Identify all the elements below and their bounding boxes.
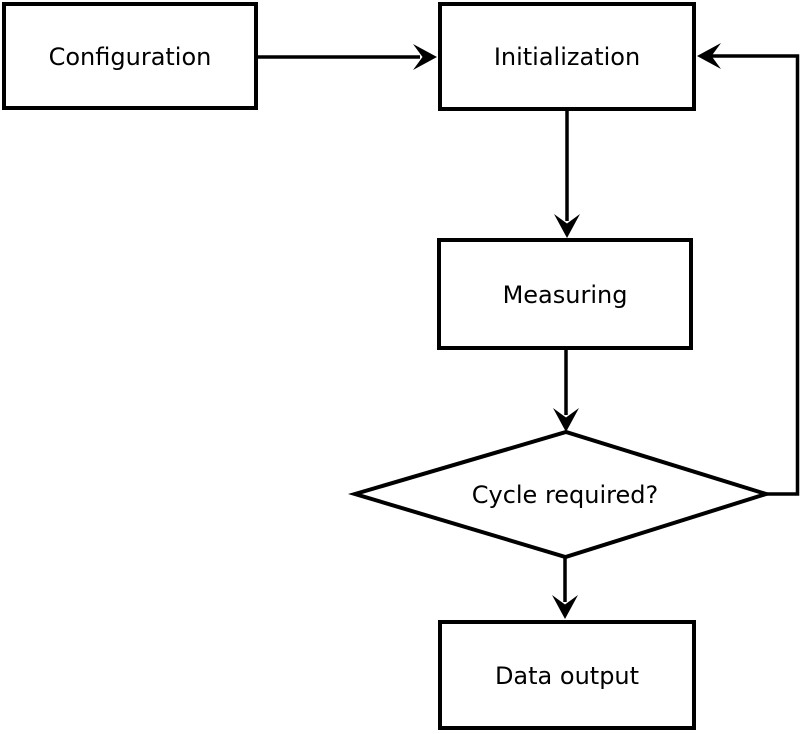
arrowhead-right-icon — [413, 44, 437, 70]
data-output-box — [438, 620, 696, 730]
initialization-box — [438, 2, 696, 111]
node-data-output: Data output — [438, 620, 696, 730]
arrowhead-left-icon — [697, 43, 721, 69]
data-output-label: Data output — [495, 662, 639, 690]
node-cycle-required: Cycle required? — [347, 429, 773, 560]
edge-cycle-required-to-data-output — [552, 557, 578, 619]
edge-initialization-to-measuring — [554, 111, 580, 238]
node-configuration: Configuration — [2, 2, 258, 110]
measuring-label: Measuring — [503, 281, 628, 309]
cycle-required-diamond — [347, 429, 773, 560]
cycle-required-label: Cycle required? — [472, 481, 659, 509]
node-measuring: Measuring — [437, 238, 693, 350]
measuring-box — [437, 238, 693, 350]
edge-line — [704, 54, 800, 496]
arrowhead-down-icon — [554, 214, 580, 238]
node-initialization: Initialization — [438, 2, 696, 111]
configuration-box — [2, 2, 258, 110]
arrowhead-down-icon — [552, 595, 578, 619]
edge-configuration-to-initialization — [258, 44, 437, 70]
edge-measuring-to-cycle-required — [553, 350, 579, 432]
edge-cycle-required-to-initialization-loop — [697, 43, 800, 496]
initialization-label: Initialization — [494, 43, 640, 71]
configuration-label: Configuration — [49, 43, 212, 71]
arrowhead-down-icon — [553, 408, 579, 432]
